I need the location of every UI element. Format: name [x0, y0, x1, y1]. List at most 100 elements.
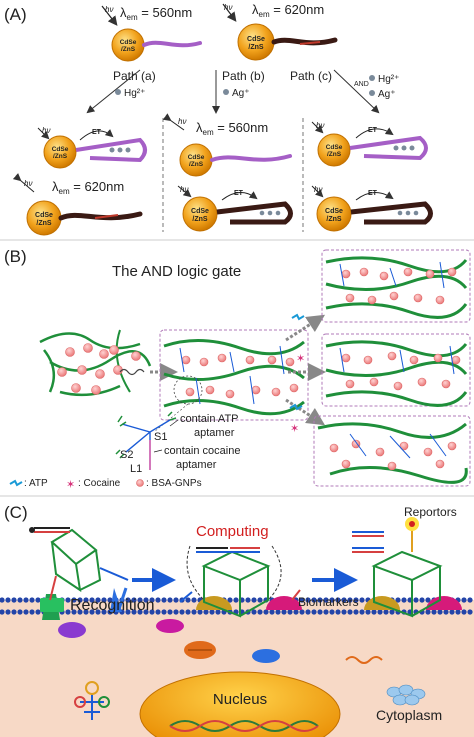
qd-label: CdSe	[191, 208, 209, 215]
lipid-head	[215, 609, 221, 615]
lipid-head	[149, 609, 155, 615]
lipid-head	[455, 609, 461, 615]
hg-ion-icon	[115, 89, 121, 95]
lipid-head	[461, 609, 467, 615]
lipid-head	[281, 609, 287, 615]
dna-nanostructure-3	[352, 517, 443, 618]
qd-label: /ZnS	[326, 216, 341, 223]
dna-nanostructure-1	[29, 527, 129, 601]
lipid-head	[125, 597, 131, 603]
lipid-head	[311, 597, 317, 603]
loose-network	[39, 329, 152, 397]
qd-label: CdSe	[326, 144, 343, 151]
lipid-head	[341, 597, 347, 603]
panel-c-label: (C)	[4, 503, 28, 522]
path-b-560: hν λem = 560nm CdSe /ZnS	[162, 113, 292, 177]
computing-label: Computing	[196, 523, 269, 540]
lipid-head	[311, 609, 317, 615]
lipid-head	[329, 597, 335, 603]
lipid-head	[131, 609, 137, 615]
lipid-head	[347, 597, 353, 603]
lipid-head	[77, 609, 83, 615]
lipid-head	[389, 609, 395, 615]
cocaine-aptamer-label-2: aptamer	[176, 459, 217, 471]
lipid-head	[353, 609, 359, 615]
qd-label: /ZnS	[189, 161, 204, 168]
qd-label: CdSe	[188, 154, 205, 161]
lipid-head	[257, 597, 263, 603]
atp-aptamer-label-2: aptamer	[194, 427, 235, 439]
et-label: ET	[234, 190, 244, 197]
lipid-head	[275, 609, 281, 615]
lipid-head	[173, 597, 179, 603]
s2-label: S2	[120, 449, 133, 461]
lipid-head	[167, 597, 173, 603]
lipid-head	[449, 609, 455, 615]
quantum-dot	[316, 196, 352, 232]
bsa-gnp-icon	[136, 479, 144, 487]
lipid-head	[359, 609, 365, 615]
crosslinker-detail: S1 S2 L1 contain ATP aptamer contain coc…	[115, 403, 240, 475]
legend-cocaine: : Cocaine	[78, 478, 121, 489]
et-label: ET	[92, 129, 102, 136]
lipid-head	[359, 597, 365, 603]
em-label-620: λem = 620nm	[52, 179, 124, 196]
state-box-atp	[321, 249, 471, 323]
ag-ion-icon	[369, 90, 375, 96]
lipid-head	[23, 597, 29, 603]
lipid-head	[191, 609, 197, 615]
cytoplasm-proteins	[58, 619, 280, 663]
lipid-head	[425, 597, 431, 603]
qd-label: /ZnS	[248, 44, 263, 51]
protein-cluster-icon	[386, 684, 426, 706]
lipid-head	[137, 609, 143, 615]
lipid-head	[5, 609, 11, 615]
lipid-head	[89, 597, 95, 603]
hv-text: hν	[314, 185, 322, 194]
dna-nanostructure-2	[179, 545, 301, 618]
atp-aptamer-label-1: contain ATP	[180, 413, 239, 425]
lipid-head	[395, 597, 401, 603]
lipid-head	[65, 597, 71, 603]
lipid-head	[137, 597, 143, 603]
lipid-head	[17, 597, 23, 603]
recognition-label: Recognition	[70, 597, 155, 614]
panel-b: (B) The AND logic gate	[0, 239, 474, 491]
lipid-head	[299, 597, 305, 603]
quantum-dot	[43, 135, 77, 169]
lipid-head	[89, 609, 95, 615]
cocaine-icon: ✶	[66, 479, 75, 491]
arrow-to-bottom	[285, 398, 326, 426]
lipid-head	[83, 609, 89, 615]
trna-icon	[74, 681, 110, 720]
lipid-head	[257, 609, 263, 615]
lipid-head	[287, 609, 293, 615]
cocaine-icon: ✶	[290, 423, 299, 435]
lipid-head	[155, 609, 161, 615]
lipid-head	[95, 609, 101, 615]
em-label-560: λem = 560nm	[196, 120, 268, 137]
et-label: ET	[368, 190, 378, 197]
lipid-head	[353, 597, 359, 603]
panel-b-label: (B)	[4, 247, 27, 266]
arrow-to-top	[285, 314, 326, 342]
cocaine-icon: ✶	[296, 353, 305, 365]
dark-dna-strand	[271, 37, 338, 46]
atp-icon	[9, 479, 23, 487]
lipid-head	[29, 597, 35, 603]
legend: : ATP ✶ : Cocaine : BSA-GNPs	[9, 478, 202, 491]
path-c-arrow	[333, 69, 380, 114]
quantum-dot	[182, 196, 218, 232]
l1-label: L1	[130, 463, 142, 475]
qd-label: CdSe	[35, 212, 53, 219]
lipid-head	[323, 609, 329, 615]
hg-ion-label: Hg²⁺	[378, 74, 399, 85]
hv-text: hν	[224, 3, 232, 12]
lipid-head	[341, 609, 347, 615]
path-a-arrow	[86, 69, 141, 114]
lipid-head	[203, 609, 209, 615]
lipid-head	[35, 609, 41, 615]
hv-text: hν	[180, 185, 188, 194]
lipid-head	[467, 597, 473, 603]
lipid-head	[161, 609, 167, 615]
